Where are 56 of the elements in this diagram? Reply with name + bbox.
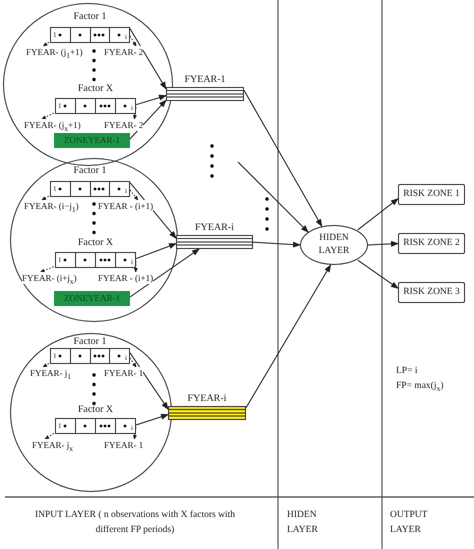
arrow <box>244 90 322 228</box>
input-circle <box>10 158 178 322</box>
leader-arrow <box>134 260 138 273</box>
year-label: FYEAR - (i+1) <box>98 272 154 284</box>
arrow <box>238 162 309 233</box>
arrow <box>357 260 399 289</box>
factor-label: Factor X <box>76 237 114 249</box>
year-label: FYEAR- (i+j$_{x}$) <box>22 272 77 284</box>
leader-arrow <box>132 106 137 120</box>
year-label: FYEAR- j$_{1}$ <box>30 367 72 379</box>
hidden-layer-ellipse: HIDEN LAYER <box>300 225 368 265</box>
factor-label: Factor X <box>76 404 114 416</box>
arrow <box>136 414 169 426</box>
zone-year-box: ZONEYEAR-1 <box>54 291 130 306</box>
arrow <box>368 240 399 247</box>
input-circle <box>3 3 173 166</box>
year-label: FYEAR- (j$_{x}$+1) <box>24 119 81 131</box>
zone-year-box: ZONEYEAR-1 <box>54 133 130 148</box>
arrow <box>357 198 399 230</box>
risk-zone-box: RISK ZONE 2 <box>398 233 465 254</box>
arrow <box>136 94 167 106</box>
factor-label: Factor 1 <box>72 165 108 177</box>
factor-label: Factor 1 <box>72 336 108 348</box>
factor-label: Factor X <box>76 83 114 95</box>
arrow <box>246 264 332 408</box>
arrow <box>130 99 167 140</box>
arrow <box>130 248 200 298</box>
layer-label: HIDEN LAYER <box>287 509 319 537</box>
risk-zone-box: RISK ZONE 3 <box>398 282 465 303</box>
leader-arrow <box>130 190 138 201</box>
year-label: FYEAR- 1 <box>104 439 144 451</box>
arrow <box>130 182 177 239</box>
year-label: FYEAR- j$_{x}$ <box>32 439 74 451</box>
year-label: FYEAR- (j$_{1}$+1) <box>26 46 83 58</box>
year-label: FYEAR- (i−j$_{1}$) <box>24 200 79 212</box>
input-circle <box>10 333 172 492</box>
risk-zone-box: RISK ZONE 1 <box>398 184 465 205</box>
arrow <box>130 352 169 410</box>
factor-label: Factor 1 <box>72 11 108 23</box>
leader-arrow <box>130 36 137 47</box>
arrow <box>252 242 301 248</box>
arrow <box>136 243 177 260</box>
bundle-label: FYEAR-1 <box>183 74 227 86</box>
bundle-label: FYEAR-i <box>186 393 228 405</box>
year-label: FYEAR- 1 <box>104 367 144 379</box>
arrow <box>130 28 167 90</box>
layer-label: INPUT LAYER ( n observations with X factors with different FP periods) <box>34 509 236 537</box>
leader-arrow <box>130 357 137 368</box>
bundle-label: FYEAR-i <box>194 222 235 234</box>
note-text: FP= max(j$_{x}$) <box>396 380 445 395</box>
note-text: LP= i <box>396 365 418 378</box>
layer-label: OUTPUT LAYER <box>390 509 428 537</box>
year-label: FYEAR - (i+1) <box>98 200 154 212</box>
year-label: FYEAR- 2 <box>104 119 144 131</box>
year-label: FYEAR- 2 <box>104 46 144 58</box>
leader-arrow <box>132 426 137 440</box>
